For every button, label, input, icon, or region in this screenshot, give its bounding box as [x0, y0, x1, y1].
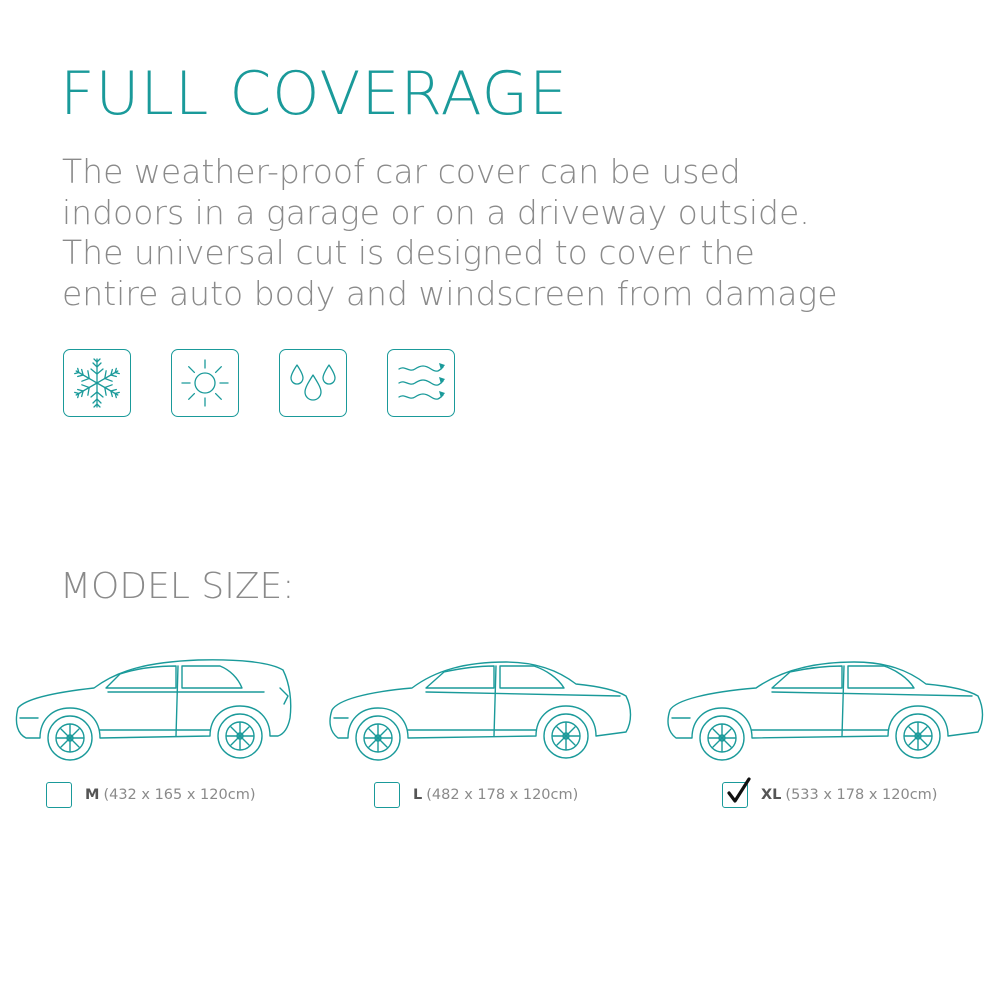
checkmark-icon: [727, 777, 751, 803]
size-option-xl[interactable]: XL (533 x 178 x 120cm): [722, 777, 938, 808]
feature-sun: [171, 349, 239, 417]
description: The weather-proof car cover can be used …: [62, 152, 942, 314]
size-m-checkbox[interactable]: [46, 782, 72, 808]
size-option-m[interactable]: M (432 x 165 x 120cm): [46, 782, 255, 808]
size-name: XL: [761, 787, 782, 803]
feature-snowflake: [63, 349, 131, 417]
description-line: indoors in a garage or on a driveway out…: [62, 192, 810, 232]
feature-icons: [63, 349, 455, 417]
description-line: entire auto body and windscreen from dam…: [62, 273, 838, 313]
size-option-l[interactable]: L (482 x 178 x 120cm): [374, 782, 578, 808]
size-dimensions: (432 x 165 x 120cm): [103, 787, 256, 803]
raindrops-icon: [290, 364, 336, 401]
sun-icon: [181, 359, 229, 407]
size-dimensions: (482 x 178 x 120cm): [426, 787, 579, 803]
feature-raindrops: [279, 349, 347, 417]
page-title: FULL COVERAGE: [60, 59, 569, 129]
long-sedan-car-icon: [667, 661, 984, 761]
description-line: The universal cut is designed to cover t…: [62, 233, 755, 272]
sedan-car-icon: [329, 661, 632, 761]
hatchback-car-icon: [15, 659, 292, 761]
size-xl-checkbox[interactable]: [722, 777, 751, 808]
feature-wind: [387, 349, 455, 417]
size-name: L: [413, 787, 423, 803]
description-line: The weather-proof car cover can be used: [62, 152, 741, 191]
model-size-title: MODEL SIZE:: [60, 566, 295, 607]
snowflake-icon: [72, 358, 122, 408]
size-l-checkbox[interactable]: [374, 782, 400, 808]
size-dimensions: (533 x 178 x 120cm): [785, 787, 938, 803]
size-name: M: [85, 787, 100, 803]
wind-icon: [398, 363, 445, 400]
